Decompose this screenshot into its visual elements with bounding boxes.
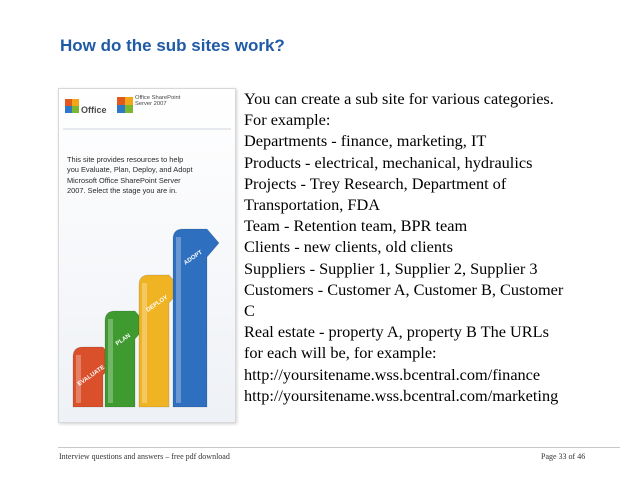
- body-line: Products - electrical, mechanical, hydra…: [244, 152, 533, 172]
- body-line: For example:: [244, 110, 331, 130]
- body-line: You can create a sub site for various ca…: [244, 89, 554, 108]
- stage-evaluate-arrow[interactable]: EVALUATE: [72, 346, 116, 408]
- footer-text: Interview questions and answers – free p…: [59, 452, 230, 461]
- body-line: Real estate - property A, property B The…: [244, 322, 549, 342]
- sharepoint-logo: Office SharePoint Server 2007: [117, 95, 181, 113]
- body-line: for each will be, for example:: [244, 343, 437, 363]
- sharepoint-logo-text: Office SharePoint Server 2007: [135, 95, 181, 108]
- footer-divider: [58, 447, 620, 448]
- stage-plan-arrow[interactable]: PLAN: [104, 310, 148, 408]
- body-line: Clients - new clients, old clients: [244, 237, 453, 257]
- body-line: C: [244, 301, 255, 321]
- figure-caption: This site provides resources to help you…: [67, 155, 193, 196]
- body-line: Suppliers - Supplier 1, Supplier 2, Supp…: [244, 258, 538, 278]
- body-line: Transportation, FDA: [244, 195, 380, 215]
- body-line: Departments - finance, marketing, IT: [244, 131, 487, 151]
- slide-title: How do the sub sites work?: [60, 36, 285, 55]
- stage-adopt-arrow[interactable]: ADOPT: [172, 228, 220, 408]
- sharepoint-stages-image: Office Office SharePoint Server 2007 Thi…: [58, 88, 236, 423]
- body-line: Team - Retention team, BPR team: [244, 216, 468, 236]
- sharepoint-stages-graphic: Office Office SharePoint Server 2007 Thi…: [59, 89, 235, 422]
- body-text: You can create a sub site for various ca…: [244, 88, 634, 406]
- url-link[interactable]: http://yoursitename.wss.bcentral.com/mar…: [244, 385, 559, 405]
- office-logo: Office: [65, 99, 107, 115]
- page-number: Page 33 of 46: [541, 452, 586, 461]
- body-line: Projects - Trey Research, Department of: [244, 173, 507, 193]
- body-line: Customers - Customer A, Customer B, Cust…: [244, 279, 564, 299]
- office-logo-text: Office: [81, 105, 107, 115]
- url-link[interactable]: http://yoursitename.wss.bcentral.com/fin…: [244, 364, 541, 384]
